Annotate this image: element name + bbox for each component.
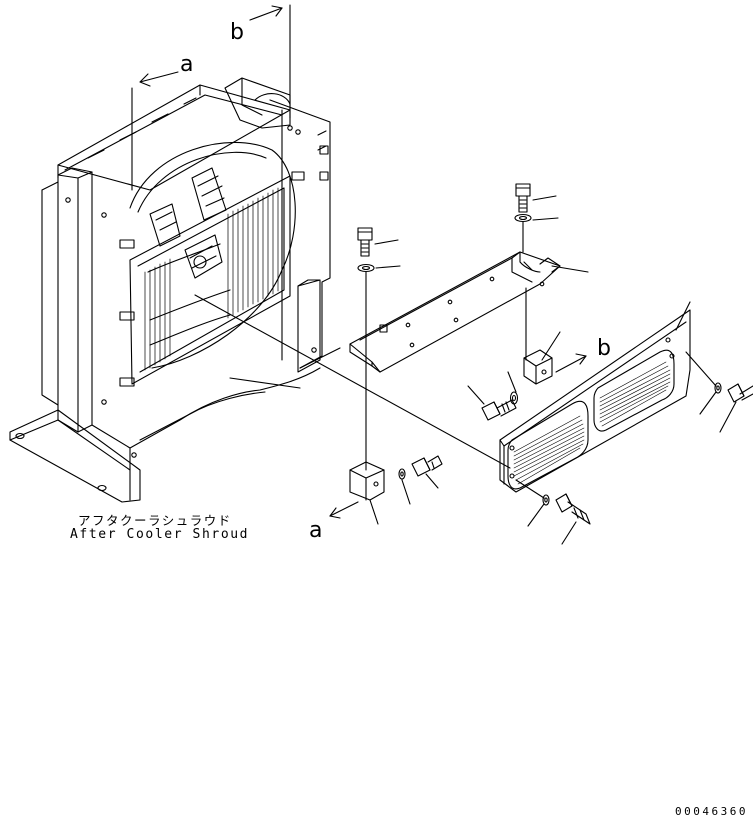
small-bracket-bottom <box>349 461 385 525</box>
alignment-line-shroud-plate <box>194 294 511 469</box>
small-bracket-right <box>523 287 561 385</box>
title-english: After Cooler Shroud <box>70 527 250 542</box>
washer-bottom <box>398 468 411 505</box>
washer-upper-left <box>357 263 401 273</box>
callout-arrow-a-bottom <box>329 501 359 519</box>
bolt-upper-left <box>357 227 399 257</box>
alignment-line-right-lower <box>515 479 545 499</box>
callout-letter-b-top: b <box>230 20 244 45</box>
shroud-assembly <box>9 77 341 503</box>
bolt-right-lower <box>555 493 591 545</box>
callout-letter-b-mid: b <box>597 336 611 361</box>
drawing-number: 00046360 <box>675 805 748 818</box>
callout-arrow-b-top <box>249 4 291 119</box>
bolt-bottom <box>411 455 443 489</box>
washer-upper-right <box>514 213 559 223</box>
alignment-line-right-upper <box>685 351 717 387</box>
bolt-upper-right <box>515 183 557 213</box>
bolt-right-upper <box>719 383 753 433</box>
title-japanese: アフタクーラシュラウド <box>78 513 232 528</box>
radiator-core <box>144 187 279 371</box>
washer-middle <box>507 371 519 405</box>
bolt-middle <box>467 385 517 421</box>
washer-right-upper <box>699 382 722 415</box>
callout-letter-a-bottom: a <box>309 518 323 543</box>
support-bracket <box>349 251 561 373</box>
side-cover-plate <box>499 301 691 493</box>
callout-arrow-a-top <box>131 71 179 191</box>
callout-arrow-b-mid <box>555 353 587 373</box>
callout-letter-a-top: a <box>180 52 194 77</box>
louvre-lines <box>513 361 671 485</box>
washer-right-lower <box>527 494 550 527</box>
leader-bracket <box>551 265 589 273</box>
